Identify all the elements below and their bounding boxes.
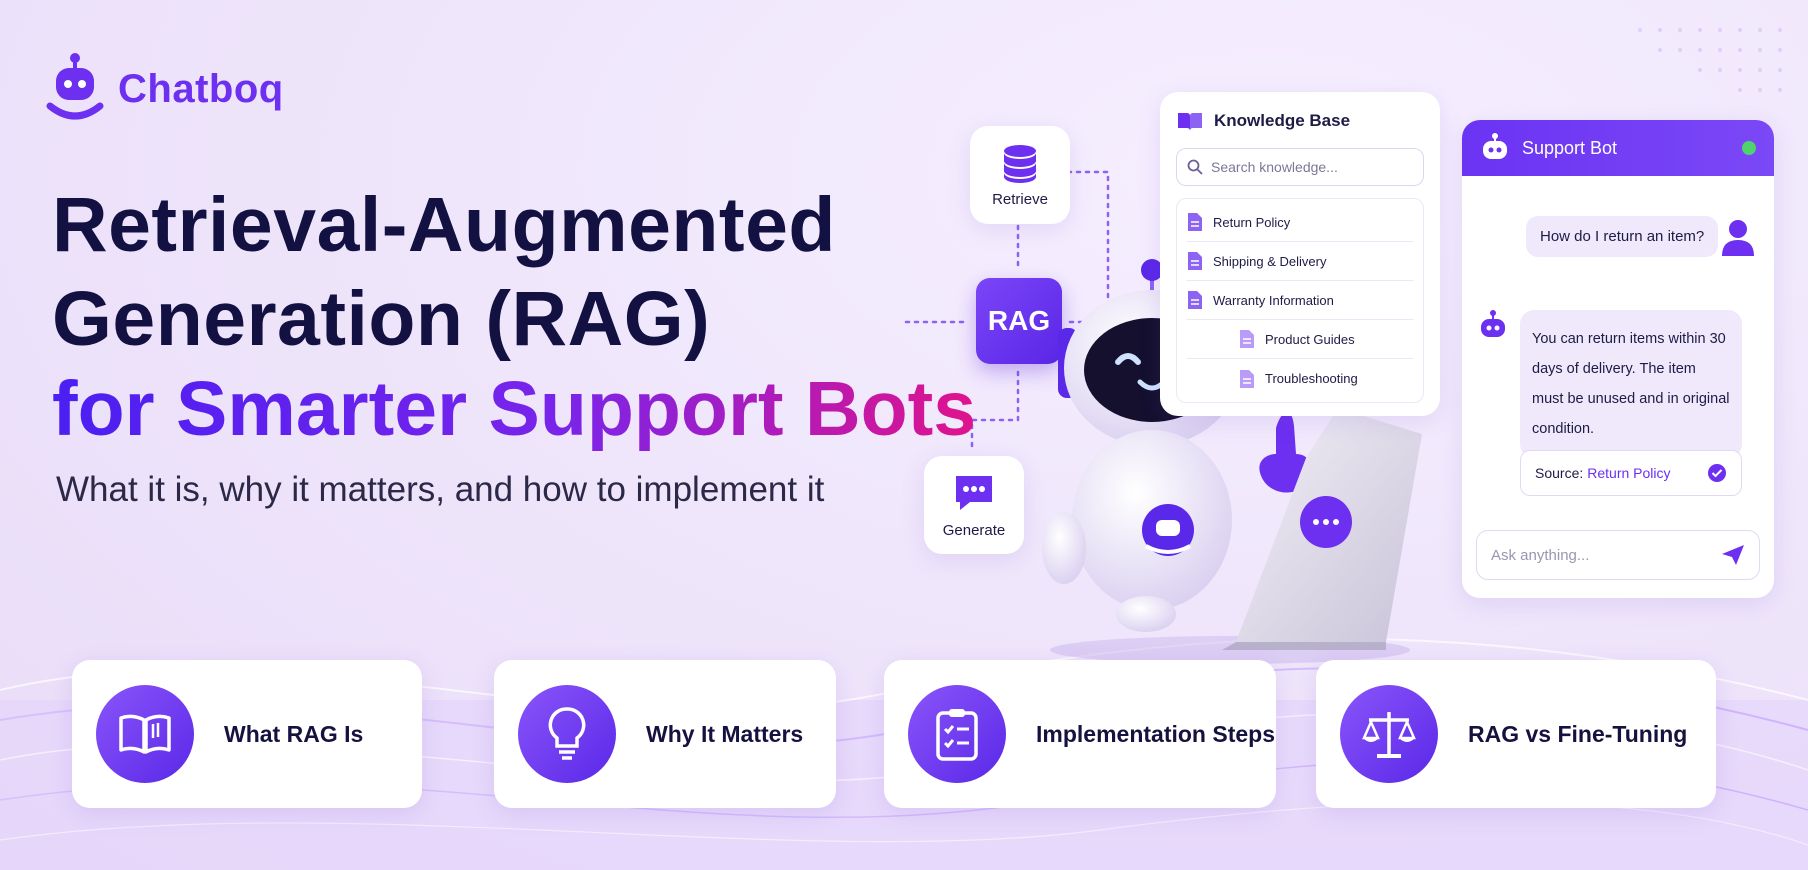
kb-item-return-policy[interactable]: Return Policy: [1187, 203, 1413, 242]
tile-label: Implementation Steps: [1036, 720, 1275, 747]
knowledge-base-list: Return Policy Shipping & Delivery Warran…: [1176, 198, 1424, 403]
tile-label: Why It Matters: [646, 720, 804, 747]
hero-title-line-2: Generation (RAG): [52, 276, 711, 362]
verified-check-icon: [1708, 464, 1726, 482]
source-label: Source:: [1535, 465, 1584, 481]
user-avatar-icon: [1722, 220, 1754, 256]
generate-label: Generate: [942, 521, 1006, 539]
tile-label: RAG vs Fine-Tuning: [1468, 720, 1688, 747]
send-icon[interactable]: [1721, 544, 1745, 566]
knowledge-base-title: Knowledge Base: [1214, 111, 1351, 130]
retrieve-label: Retrieve: [992, 190, 1048, 208]
knowledge-base-panel: Knowledge Base Search knowledge... Retur…: [1160, 92, 1440, 416]
tile-implementation-steps[interactable]: Implementation Steps: [884, 660, 1276, 808]
online-status-indicator: [1742, 141, 1756, 155]
chat-header: Support Bot: [1462, 120, 1774, 176]
kb-item-product-guides[interactable]: Product Guides: [1187, 320, 1413, 359]
robot-logo-icon: [46, 53, 104, 120]
chat-input-placeholder: Ask anything...: [1491, 546, 1590, 564]
knowledge-search-input[interactable]: Search knowledge...: [1176, 148, 1424, 186]
retrieve-node: Retrieve: [970, 126, 1070, 224]
kb-item-troubleshooting[interactable]: Troubleshooting: [1187, 359, 1413, 398]
robot-avatar-icon: [1483, 133, 1507, 159]
brand-logo[interactable]: Chatboq: [46, 52, 284, 126]
kb-item-label: Troubleshooting: [1265, 371, 1358, 386]
tile-what-rag-is[interactable]: What RAG Is: [72, 660, 422, 808]
book-icon: [1178, 113, 1202, 131]
tile-why-it-matters[interactable]: Why It Matters: [494, 660, 836, 808]
source-citation[interactable]: Source: Return Policy: [1520, 450, 1742, 496]
tile-label: What RAG Is: [224, 720, 364, 747]
brand-name: Chatboq: [118, 66, 284, 111]
balance-scale-icon: [1340, 685, 1438, 783]
hero-title-line-3: for Smarter Support Bots: [52, 362, 976, 456]
kb-item-label: Warranty Information: [1213, 292, 1334, 308]
kb-item-label: Product Guides: [1265, 331, 1355, 347]
document-icon: [1188, 213, 1202, 231]
source-link[interactable]: Return Policy: [1587, 465, 1671, 481]
bot-message: You can return items within 30 days of d…: [1520, 310, 1742, 458]
chat-title: Support Bot: [1522, 137, 1618, 158]
document-icon: [1188, 252, 1202, 270]
rag-node: RAG: [976, 278, 1062, 364]
document-icon: [1188, 291, 1202, 309]
tile-rag-vs-fine-tuning[interactable]: RAG vs Fine-Tuning: [1316, 660, 1716, 808]
kb-item-label: Return Policy: [1213, 214, 1291, 230]
database-icon: [1004, 144, 1036, 183]
bot-avatar-icon: [1481, 310, 1505, 337]
hero-subtitle: What it is, why it matters, and how to i…: [56, 470, 825, 509]
knowledge-search-placeholder: Search knowledge...: [1211, 159, 1338, 175]
knowledge-base-header: Knowledge Base: [1176, 110, 1424, 132]
open-book-icon: [96, 685, 194, 783]
document-icon: [1240, 330, 1254, 348]
checklist-icon: [908, 685, 1006, 783]
chat-input[interactable]: Ask anything...: [1476, 530, 1760, 580]
support-bot-chat: Support Bot How do I return an item? You…: [1462, 120, 1774, 598]
chat-bubble-icon: [956, 475, 992, 510]
kb-item-warranty[interactable]: Warranty Information: [1187, 281, 1413, 320]
hero-title: Retrieval-Augmented Generation (RAG): [52, 178, 836, 366]
lightbulb-icon: [518, 685, 616, 783]
document-icon: [1240, 369, 1254, 388]
search-icon: [1187, 159, 1203, 175]
kb-item-label: Shipping & Delivery: [1213, 253, 1327, 269]
generate-node: Generate: [924, 456, 1024, 554]
hero-title-line-1: Retrieval-Augmented: [52, 182, 836, 268]
kb-item-shipping[interactable]: Shipping & Delivery: [1187, 242, 1413, 281]
user-message: How do I return an item?: [1526, 216, 1719, 257]
